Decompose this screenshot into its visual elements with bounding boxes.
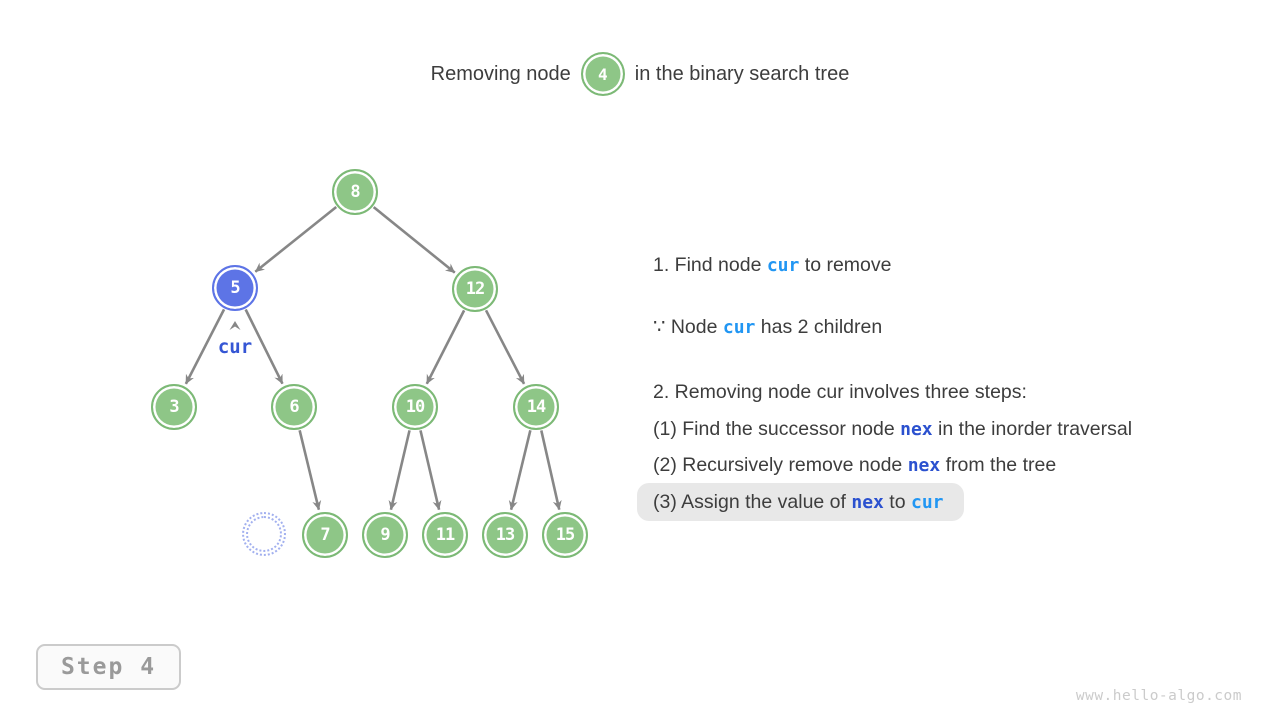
note-text: (1) Find the successor node: [653, 418, 901, 440]
edge-14-15: [540, 430, 562, 511]
removed-node-placeholder: [242, 512, 286, 556]
edge-8-5: [254, 205, 338, 273]
note-text: ∵ Node: [653, 316, 723, 338]
note-text: to: [883, 491, 911, 513]
step-badge-label: Step 4: [60, 654, 157, 680]
page-title: Removing node 4 in the binary search tre…: [0, 50, 1280, 98]
note-text: in the inorder traversal: [932, 418, 1133, 440]
var-nex-label: nex: [907, 455, 941, 476]
tree-node-6: 6: [271, 384, 317, 430]
var-cur-label: cur: [766, 255, 800, 276]
title-suffix: in the binary search tree: [634, 62, 850, 85]
note-text: to remove: [799, 254, 892, 276]
var-cur-label: cur: [722, 317, 756, 338]
removed-node-value: 4: [597, 64, 608, 84]
note-line-1: 1. Find node cur to remove: [637, 246, 911, 284]
edge-5-6: [244, 308, 284, 385]
edge-10-9: [388, 430, 411, 511]
edge-8-12: [372, 206, 456, 274]
note-text: from the tree: [940, 454, 1057, 476]
var-cur-label: cur: [911, 492, 944, 513]
node-value: 14: [526, 397, 547, 417]
note-text: has 2 children: [755, 316, 883, 338]
note-line-6: (3) Assign the value of nex to cur: [637, 483, 964, 521]
edge-14-13: [508, 430, 532, 511]
var-nex-label: nex: [851, 492, 884, 513]
node-value: 10: [405, 397, 426, 417]
tree-node-15: 15: [542, 512, 588, 558]
tree-node-8: 8: [332, 169, 378, 215]
tree-node-10: 10: [392, 384, 438, 430]
tree-node-9: 9: [362, 512, 408, 558]
note-text: (2) Recursively remove node: [653, 454, 908, 476]
tree-node-3: 3: [151, 384, 197, 430]
step-badge: Step 4: [36, 644, 181, 690]
watermark: www.hello-algo.com: [1075, 688, 1242, 704]
tree-node-5: 5: [212, 265, 258, 311]
edge-10-11: [419, 430, 442, 511]
node-value: 11: [435, 525, 456, 545]
var-nex-label: nex: [900, 419, 933, 440]
removed-node-badge: 4: [580, 52, 625, 96]
tree-node-7: 7: [302, 512, 348, 558]
node-value: 15: [555, 525, 576, 545]
edge-5-3: [184, 308, 226, 385]
note-line-5: (2) Recursively remove node nex from the…: [637, 446, 1076, 484]
note-line-4: (1) Find the successor node nex in the i…: [637, 410, 1152, 448]
note-text: 1. Find node: [653, 254, 767, 276]
cur-pointer-label: cur: [217, 336, 253, 358]
node-value: 12: [465, 279, 486, 299]
edge-6-7: [298, 430, 322, 511]
node-value: 9: [380, 525, 390, 545]
node-value: 5: [230, 278, 240, 298]
node-value: 13: [495, 525, 516, 545]
note-text: 2. Removing node cur involves three step…: [653, 381, 1027, 403]
note-text: (3) Assign the value of: [653, 491, 852, 513]
edge-12-10: [425, 309, 466, 385]
node-value: 8: [350, 182, 360, 202]
node-value: 3: [169, 397, 179, 417]
title-prefix: Removing node: [430, 62, 571, 85]
tree-node-11: 11: [422, 512, 468, 558]
edge-12-14: [484, 309, 526, 385]
note-line-2: ∵ Node cur has 2 children: [637, 308, 902, 346]
cur-caret-icon: [229, 321, 241, 330]
tree-node-14: 14: [513, 384, 559, 430]
tree-node-12: 12: [452, 266, 498, 312]
tree-node-13: 13: [482, 512, 528, 558]
node-value: 7: [320, 525, 330, 545]
node-value: 6: [289, 397, 299, 417]
note-line-3: 2. Removing node cur involves three step…: [637, 373, 1047, 411]
